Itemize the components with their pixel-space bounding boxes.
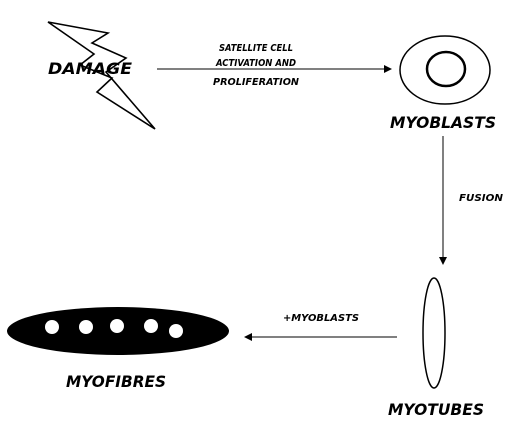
myofibre-nucleus [169,324,183,338]
myotubes-label: MYOTUBES [388,400,484,419]
myofibre-nucleus [110,319,124,333]
activation-label-line1: SATELLITE CELL [219,43,293,54]
myoblasts-label: MYOBLASTS [390,113,496,132]
myotube-icon [423,278,445,388]
activation-label-line2: ACTIVATION AND [215,58,296,69]
myofibre-nucleus [79,320,93,334]
fusion-label: FUSION [459,193,503,204]
myofibres-label: MYOFIBRES [66,372,166,391]
myofibre-nucleus [144,319,158,333]
myoblast-cell-icon [400,36,490,104]
damage-label: DAMAGE [48,59,132,78]
myofibre-nucleus [45,320,59,334]
myofibre-icon [7,307,229,355]
activation-label-line3: PROLIFERATION [213,77,299,88]
plus-myoblasts-label: +MYOBLASTS [283,313,359,324]
